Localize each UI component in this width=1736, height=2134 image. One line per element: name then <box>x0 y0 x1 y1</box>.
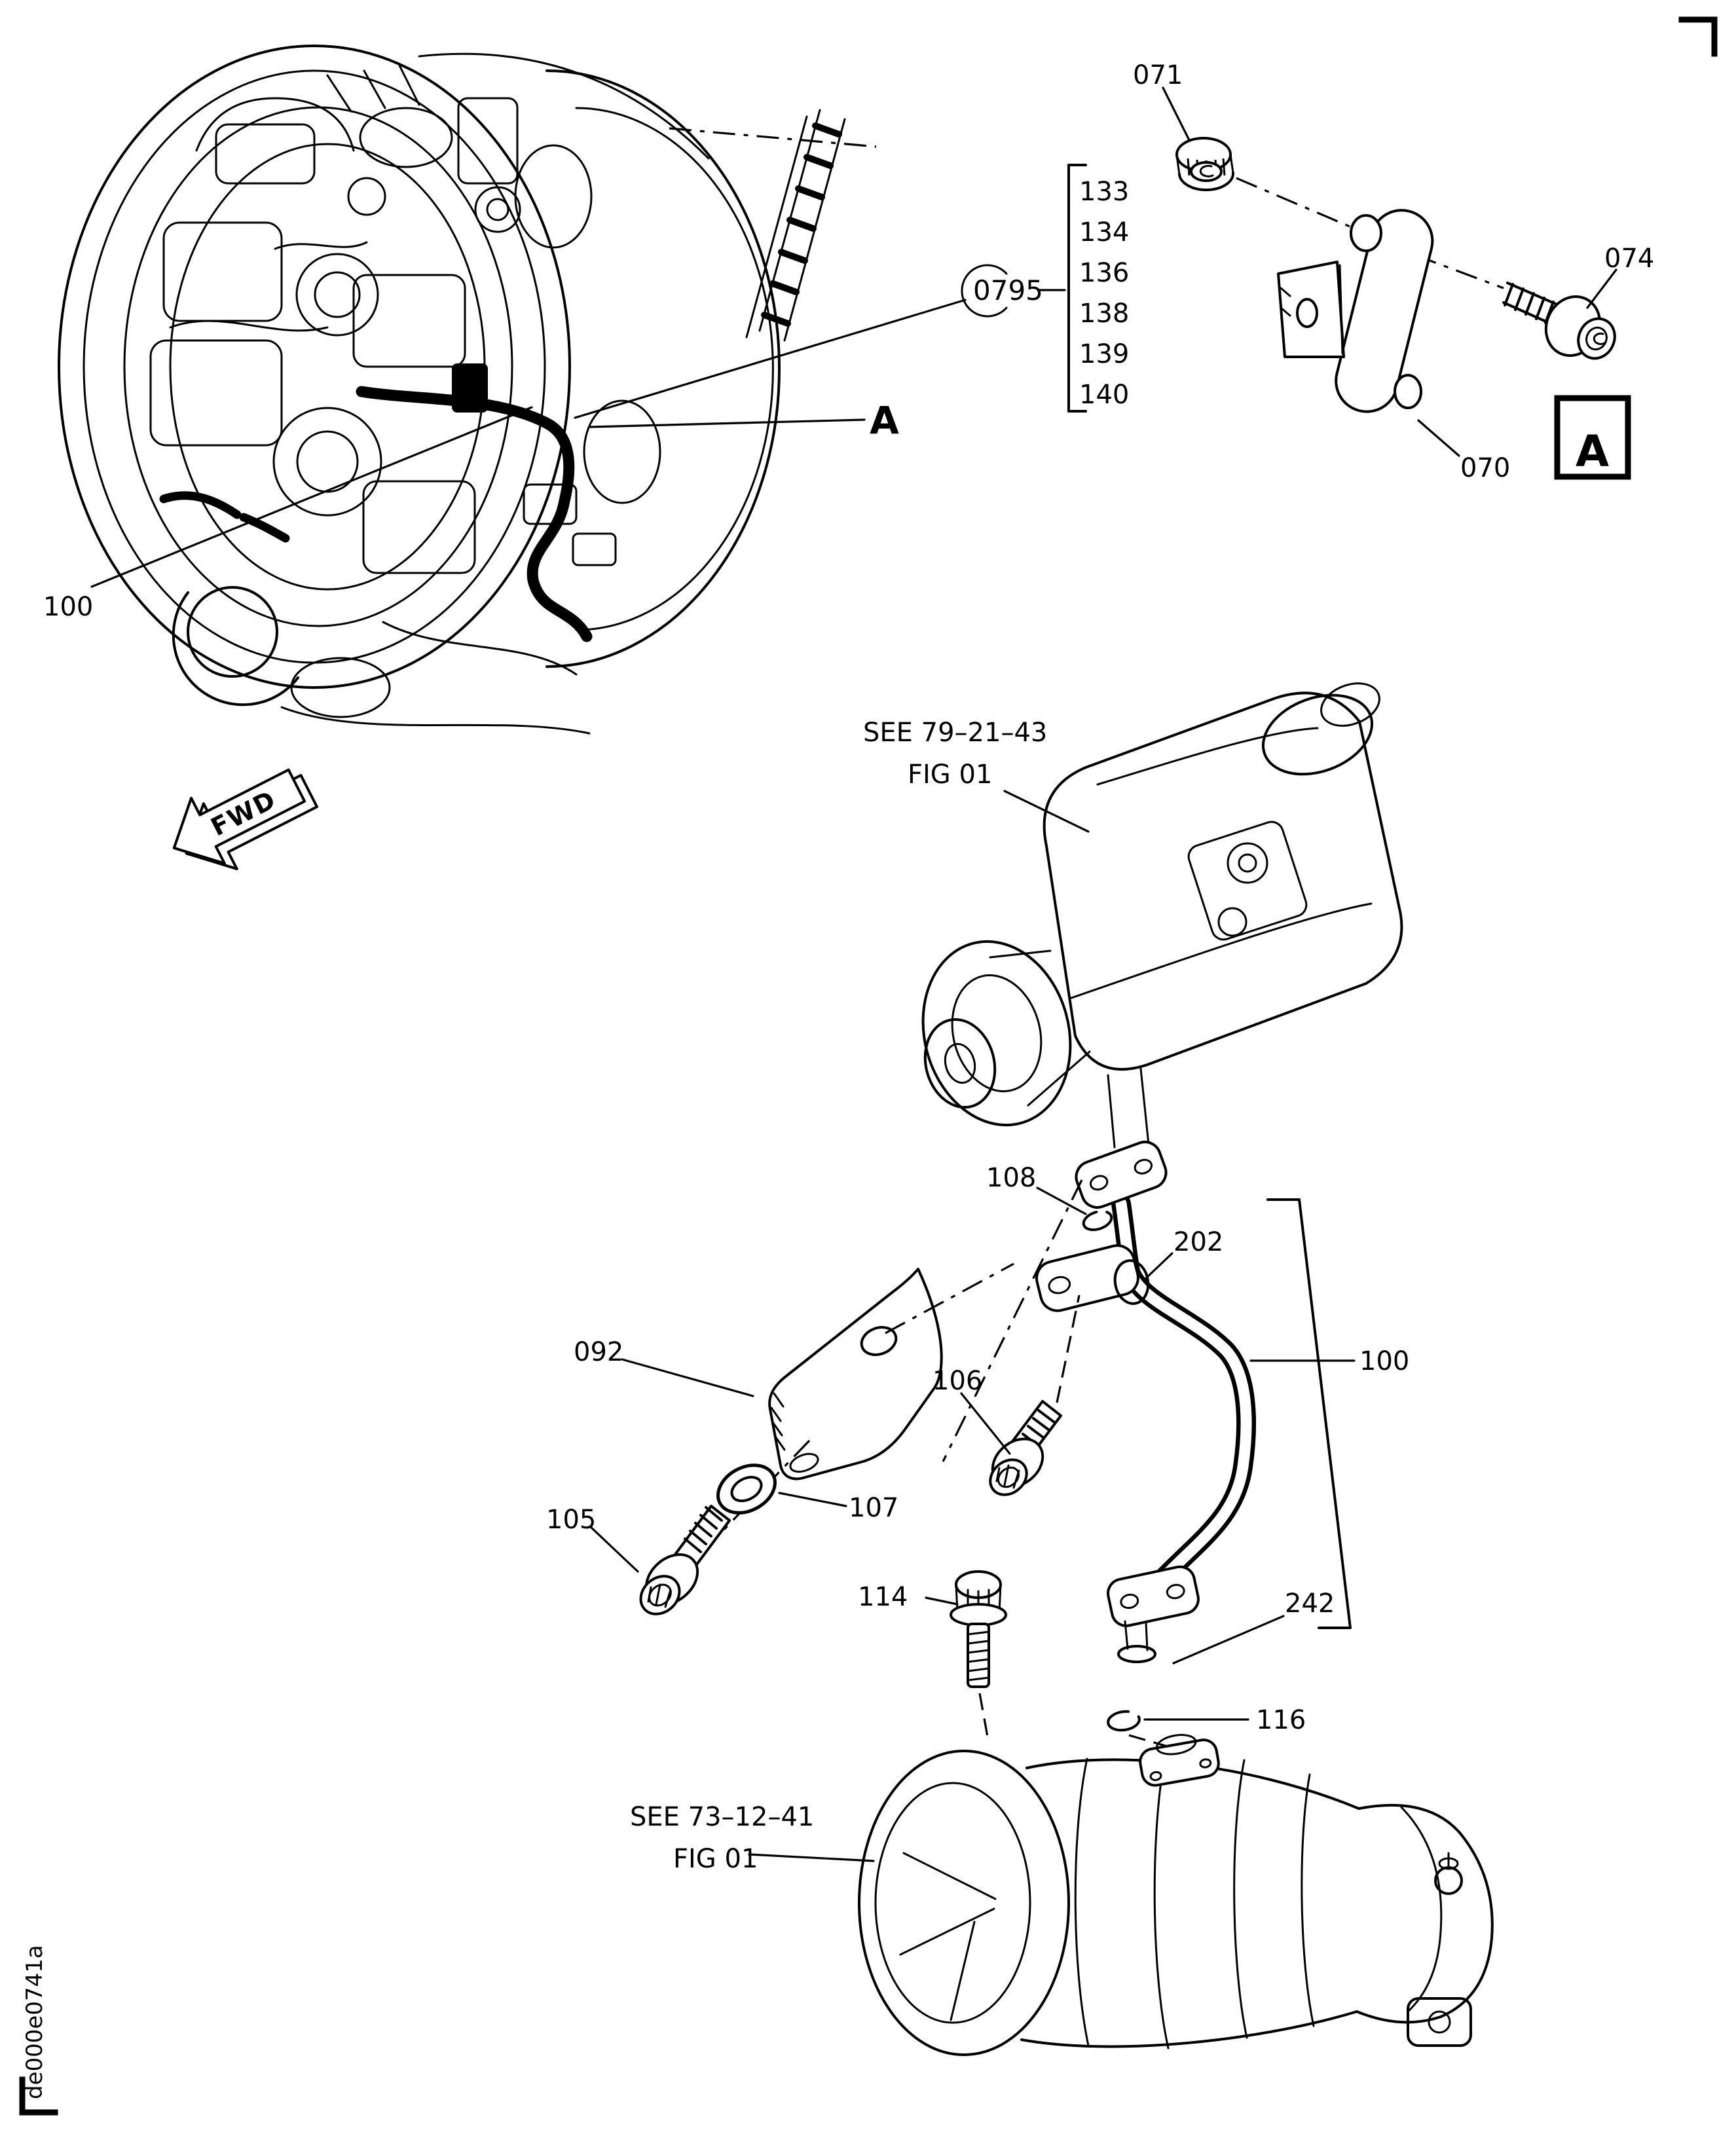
group-callout-0795: 0795 133 134 136 138 139 140 <box>574 164 1129 419</box>
assembly-axis-1 <box>1236 177 1354 229</box>
pipe-assembly-100 <box>1035 1141 1256 1663</box>
pipe-lower-flange <box>1107 1565 1200 1627</box>
ref-lower-line2: FIG 01 <box>673 1844 758 1874</box>
callout-242: 242 <box>1285 1589 1335 1619</box>
callout-070: 070 <box>1460 453 1510 483</box>
bolt-105-part <box>639 1505 731 1615</box>
bolt-074-part <box>1502 282 1616 360</box>
oring-116-part <box>1107 1710 1141 1732</box>
drawing-id: de000e0741a <box>22 1945 48 2099</box>
leader-114 <box>925 1596 959 1606</box>
callout-100-pipe: 100 <box>1359 1346 1409 1376</box>
detail-view-box-a: A <box>1554 395 1631 480</box>
callout-108: 108 <box>986 1163 1036 1193</box>
leader-ref-lower <box>748 1853 875 1862</box>
item-139: 139 <box>1079 339 1129 369</box>
gusset-bracket-092-part <box>685 1179 1083 1570</box>
leader-106 <box>960 1392 1011 1455</box>
item-133: 133 <box>1079 177 1129 207</box>
item-140: 140 <box>1079 380 1129 410</box>
callout-074: 074 <box>1604 244 1654 274</box>
ref-upper-note: SEE 79–21–43 FIG 01 <box>863 718 1090 833</box>
leader-100-engine <box>90 406 533 588</box>
leader-074 <box>1586 268 1617 309</box>
leader-242 <box>1172 1615 1285 1665</box>
leader-108 <box>1036 1187 1087 1215</box>
ref-upper-line1: SEE 79–21–43 <box>863 718 1047 748</box>
detail-letter-a: A <box>870 398 899 443</box>
callout-071: 071 <box>1133 60 1183 90</box>
leader-ref-upper <box>1003 790 1090 833</box>
callout-105: 105 <box>546 1505 596 1535</box>
detail-box-letter: A <box>1576 426 1609 477</box>
leader-107 <box>778 1492 847 1507</box>
leader-092 <box>621 1358 754 1397</box>
corner-mark-top-right <box>1678 16 1718 57</box>
callout-0795: 0795 <box>973 274 1043 306</box>
callout-100-engine: 100 <box>43 592 93 622</box>
leader-070 <box>1417 419 1460 457</box>
callout-114: 114 <box>858 1582 908 1612</box>
lower-pump-illustration <box>858 1734 1494 2056</box>
leader-202 <box>1143 1252 1173 1281</box>
bracket-070-part <box>1277 209 1434 413</box>
callout-092: 092 <box>574 1337 623 1367</box>
oring-108-part <box>1082 1209 1113 1232</box>
pipe-group-bracket <box>1266 1198 1352 1629</box>
ref-upper-line2: FIG 01 <box>908 760 992 790</box>
nut-071-part <box>1175 137 1235 192</box>
ref-lower-note: SEE 73–12–41 FIG 01 <box>630 1802 875 1874</box>
callout-circle-0795 <box>961 264 1008 318</box>
leader-071 <box>1162 86 1191 141</box>
leader-detail-a <box>589 418 866 428</box>
ref-lower-line1: SEE 73–12–41 <box>630 1802 814 1832</box>
item-136: 136 <box>1079 258 1129 288</box>
clamp-202-part <box>1035 1244 1139 1312</box>
engine-assembly-illustration <box>58 45 877 735</box>
callout-116: 116 <box>1256 1705 1306 1735</box>
callout-202: 202 <box>1173 1227 1223 1257</box>
fwd-arrow-icon: FWD <box>172 768 318 870</box>
upper-pump-illustration <box>921 682 1403 1149</box>
bolt-106-part <box>989 1295 1080 1496</box>
bolt-114-part <box>950 1570 1007 1737</box>
oring-116-axis <box>1128 1734 1170 1748</box>
highlighted-pipe-on-engine <box>159 363 593 642</box>
corner-mark-bottom-left <box>19 2076 58 2116</box>
items-bracket <box>1067 164 1087 413</box>
item-138: 138 <box>1079 299 1129 329</box>
washer-107-part <box>716 1463 777 1515</box>
leader-0795 <box>574 299 967 419</box>
item-134: 134 <box>1079 217 1129 248</box>
callout-107: 107 <box>849 1493 898 1523</box>
callout-106: 106 <box>933 1366 982 1396</box>
leader-105 <box>589 1526 639 1573</box>
